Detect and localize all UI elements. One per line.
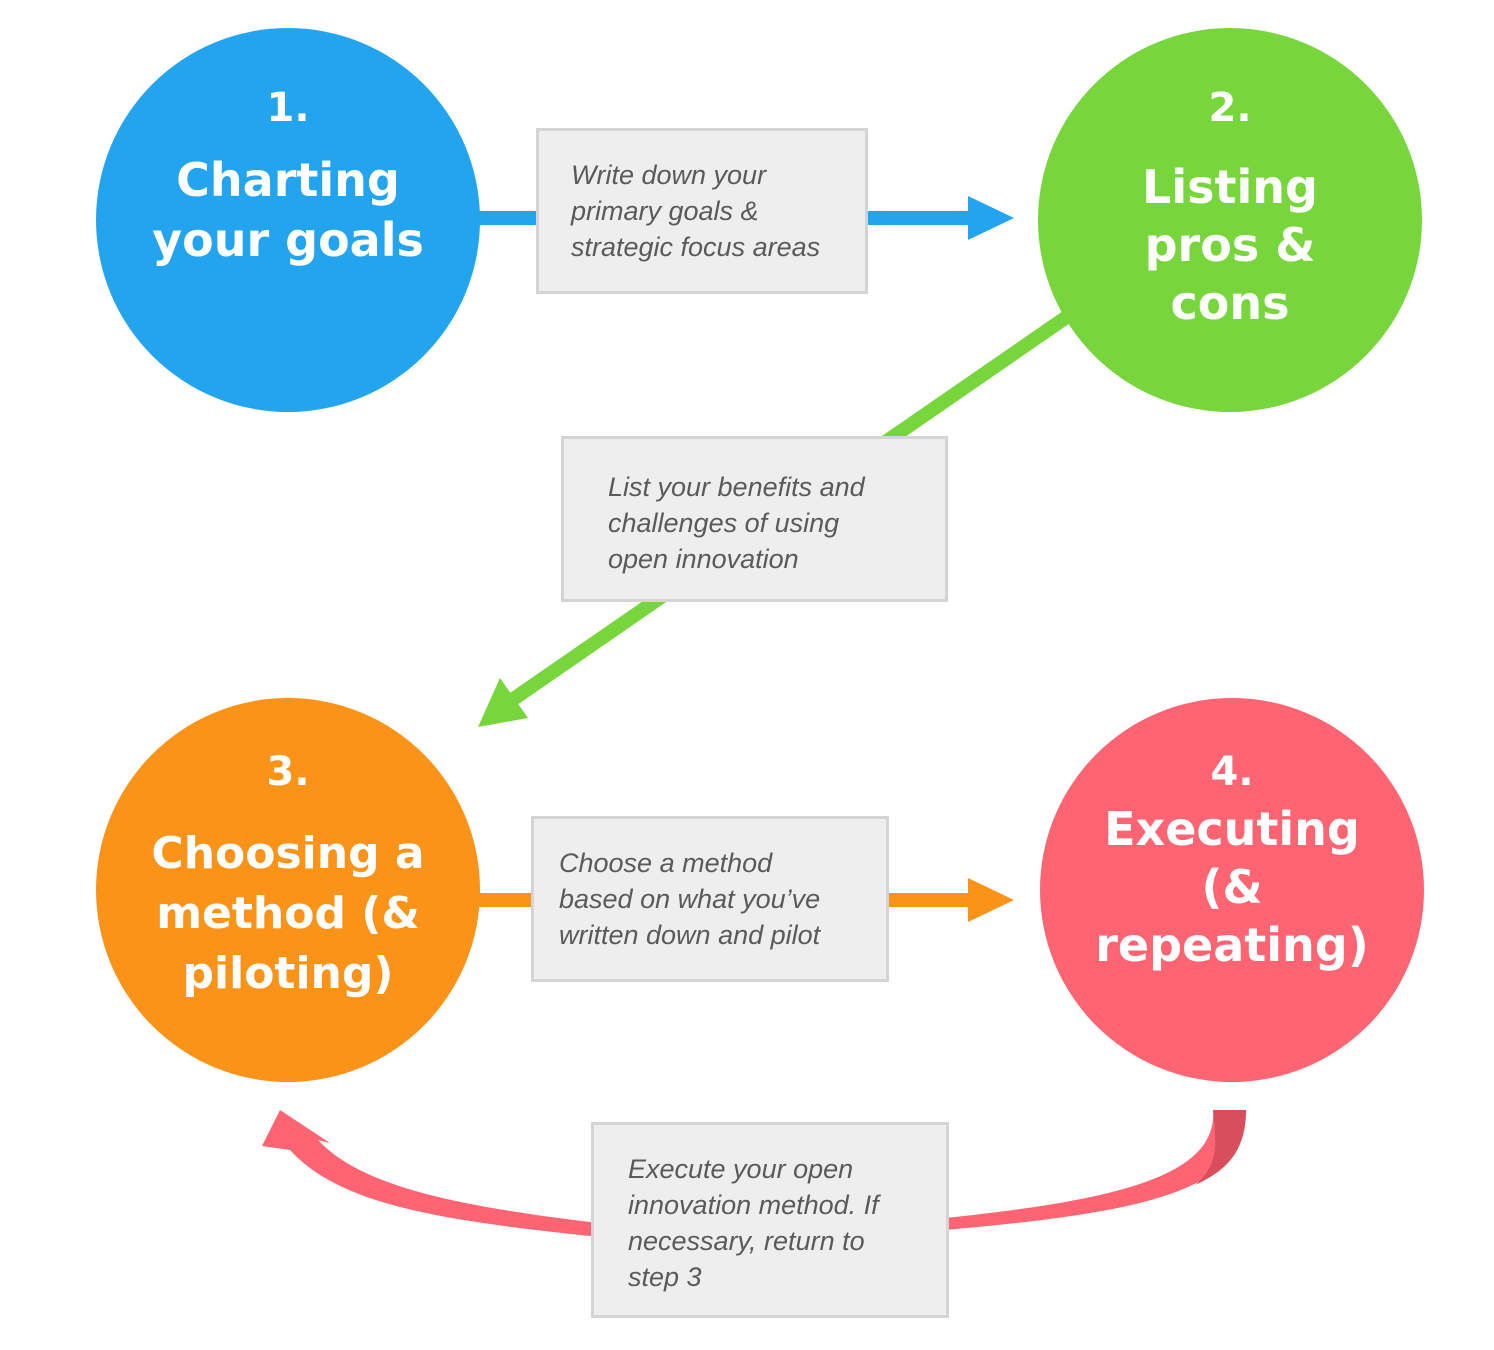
step-3-number: 3.	[266, 749, 310, 795]
step-2-title: Listing pros & cons	[1142, 160, 1318, 330]
step-3-title: Choosing a method (& piloting)	[151, 828, 425, 999]
note-step2-to-step3: List your benefits and challenges of usi…	[561, 436, 948, 602]
step-2-circle: 2. Listing pros & cons	[1038, 28, 1422, 412]
step-4-title: Executing (& repeating)	[1095, 802, 1369, 972]
step-2-number: 2.	[1208, 85, 1252, 131]
step-1-circle: 1. Charting your goals	[96, 28, 480, 412]
step-1-title: Charting your goals	[152, 153, 424, 267]
note-step4-return: Execute your open innovation method. If …	[591, 1122, 949, 1318]
step-1-number: 1.	[266, 85, 310, 131]
note-step1-to-step2: Write down your primary goals & strategi…	[536, 128, 868, 294]
step-4-number: 4.	[1210, 749, 1254, 795]
arrow-step4-return-to-step3	[262, 1110, 1246, 1236]
note-step3-to-step4: Choose a method based on what you’ve wri…	[531, 816, 889, 982]
step-4-circle: 4. Executing (& repeating)	[1040, 698, 1424, 1082]
step-3-circle: 3. Choosing a method (& piloting)	[96, 698, 480, 1082]
